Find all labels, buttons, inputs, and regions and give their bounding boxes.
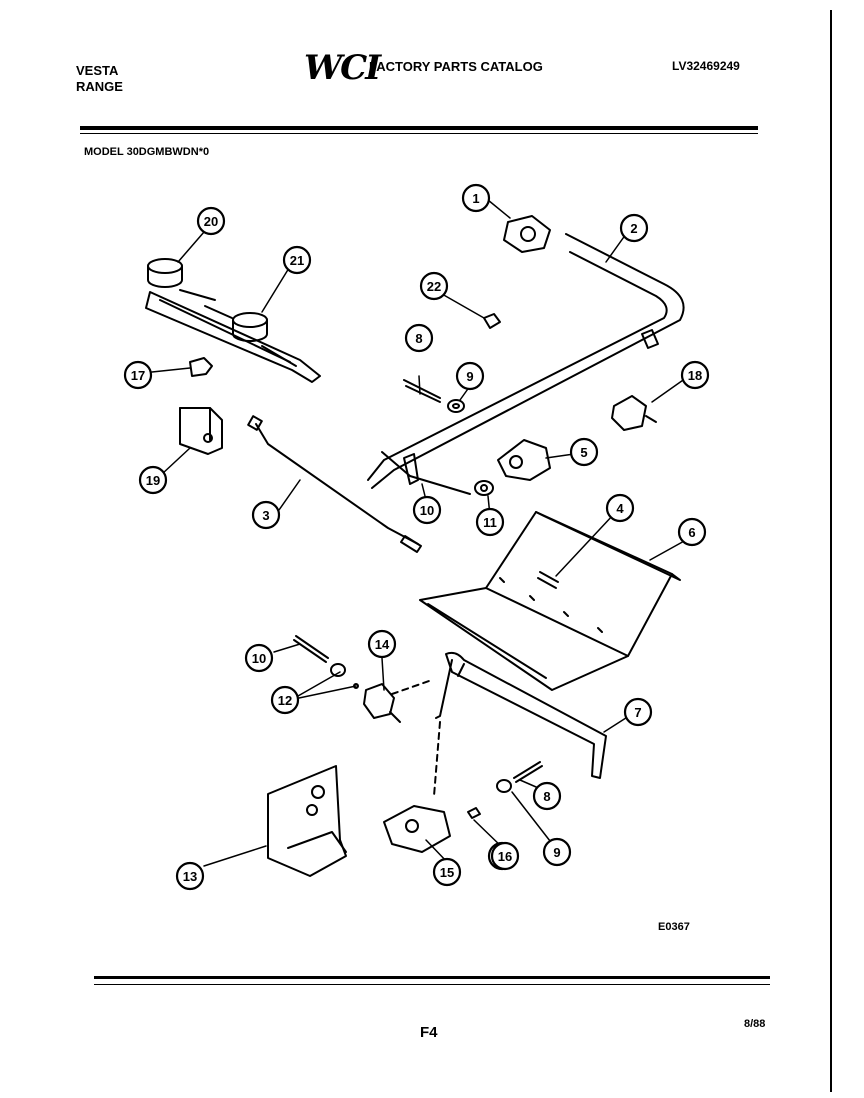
callout-label-5: 5 (580, 445, 587, 460)
valve-15-drawing (383, 805, 451, 853)
callout-label-14: 14 (375, 637, 390, 652)
callout-circle-9 (542, 837, 572, 867)
tube-10-upper-drawing (381, 451, 471, 495)
callout-circle-20 (196, 206, 226, 236)
callout-label-9: 9 (466, 369, 473, 384)
callout-circle-4 (605, 493, 635, 523)
callout-circle-10 (412, 495, 442, 525)
callout-label-20: 20 (204, 214, 218, 229)
nut-12-drawing (330, 663, 359, 689)
screw-16-drawing (467, 807, 481, 819)
header-rule-thick (80, 126, 758, 130)
callout-circle-1 (461, 183, 491, 213)
manifold-pipe-2-drawing (367, 233, 685, 489)
brand-line2: RANGE (76, 79, 123, 94)
callout-label-1: 1 (472, 191, 479, 206)
nut-9-upper-drawing (447, 399, 465, 413)
valve-5-drawing (497, 439, 551, 481)
callout-circle-11 (475, 507, 505, 537)
callouts: 1234567891011121314151617181920212289101… (123, 183, 710, 891)
model-label: MODEL 30DGMBWDN*0 (84, 146, 210, 158)
callout-label-17: 17 (131, 368, 145, 383)
callout-label-16: 16 (498, 849, 512, 864)
pilot-tube-3-drawing (247, 415, 422, 553)
callout-label-10: 10 (252, 651, 266, 666)
bracket-13-drawing (267, 765, 347, 877)
callout-circle-13 (175, 861, 205, 891)
callout-circle-18 (680, 360, 710, 390)
fitting-18-drawing (611, 395, 657, 431)
nut-9-lower-drawing (496, 779, 512, 793)
callout-circle-17 (123, 360, 153, 390)
callout-label-6: 6 (688, 525, 695, 540)
callout-label-18: 18 (688, 368, 702, 383)
callout-circle-21 (282, 245, 312, 275)
brand-line1: VESTA (76, 63, 119, 78)
callout-label-13: 13 (183, 869, 197, 884)
callout-label-19: 19 (146, 473, 160, 488)
fitting-11-drawing (474, 480, 494, 496)
callout-circle-10 (244, 643, 274, 673)
callout-circle-22 (419, 271, 449, 301)
callout-circle-6 (677, 517, 707, 547)
callout-label-12: 12 (278, 693, 292, 708)
callout-circle-8 (404, 323, 434, 353)
callout-circle-9 (455, 361, 485, 391)
bracket-17-drawing (189, 357, 213, 377)
header-rule-thin (80, 133, 758, 134)
rod-10-lower-drawing (293, 635, 329, 663)
callout-label-4: 4 (616, 501, 624, 516)
burner-assembly-drawing (145, 258, 321, 383)
callout-label-2: 2 (630, 221, 637, 236)
callout-circle-3 (251, 500, 281, 530)
callout-circle-16 (490, 841, 520, 871)
rod-8-upper-drawing (403, 379, 441, 403)
rod-8-lower-drawing (513, 761, 543, 783)
callout-label-15: 15 (440, 865, 454, 880)
rail-7-drawing (435, 651, 607, 779)
dashed-connectors (391, 679, 441, 797)
callout-circle-2 (619, 213, 649, 243)
callout-label-8: 8 (415, 331, 422, 346)
callout-circle-5 (569, 437, 599, 467)
callout-label-21: 21 (290, 253, 304, 268)
callout-circle-19 (138, 465, 168, 495)
callout-circle-14 (367, 629, 397, 659)
callout-label-3: 3 (262, 508, 269, 523)
brand-block: VESTA RANGE (76, 63, 123, 95)
page-border (8, 10, 832, 1092)
callout-label-7: 7 (634, 705, 641, 720)
wci-logo: WCI (304, 48, 381, 88)
date-label: 8/88 (744, 1018, 766, 1030)
part-4-drawing (537, 571, 559, 589)
callout-label-8: 8 (543, 789, 550, 804)
valve-1-drawing (503, 215, 551, 253)
footer-rule-thin (94, 984, 770, 985)
footer-rule-thick (94, 976, 770, 979)
callout-circle-8 (532, 781, 562, 811)
panel-6-drawing (419, 511, 681, 691)
leader-lines (151, 199, 687, 867)
callout-label-22: 22 (427, 279, 441, 294)
callout-circle-12 (270, 685, 300, 715)
figure-code: E0367 (658, 921, 690, 933)
callout-label-10: 10 (420, 503, 434, 518)
callout-label-11: 11 (483, 515, 497, 530)
callout-circle-7 (623, 697, 653, 727)
catalog-title: FACTORY PARTS CATALOG (369, 59, 543, 74)
callout-circle-15 (432, 857, 462, 887)
part-14-drawing (363, 683, 401, 723)
bracket-19-drawing (179, 407, 223, 455)
document-number: LV32469249 (672, 59, 740, 73)
screw-22-drawing (483, 313, 501, 329)
callout-label-9: 9 (553, 845, 560, 860)
page-label: F4 (420, 1024, 438, 1041)
